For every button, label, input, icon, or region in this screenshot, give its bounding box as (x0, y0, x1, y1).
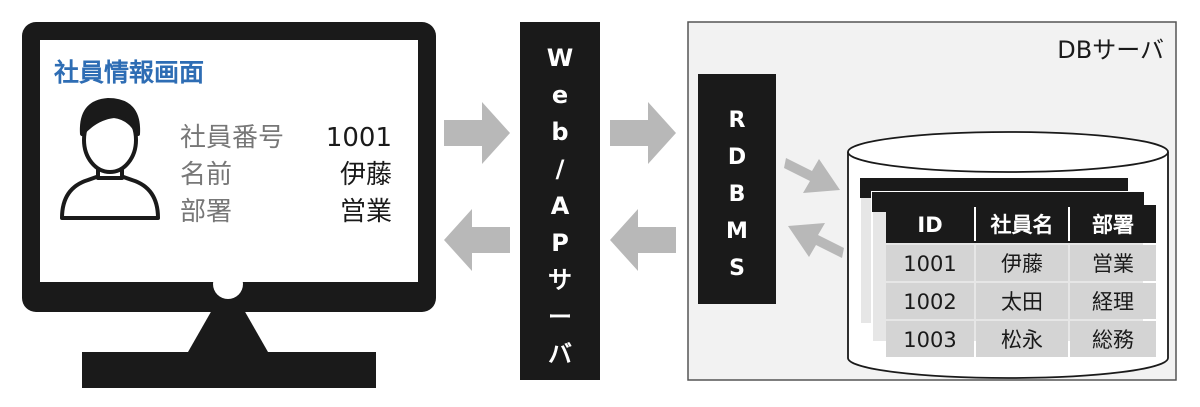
table-header-row (886, 205, 1156, 243)
web-ap-char-4: / (556, 155, 565, 183)
rdbms: R D B M S (698, 74, 776, 304)
table-cell: 太田 (1001, 290, 1043, 314)
web-ap-server: W e b / A P サ ー バ (520, 22, 600, 380)
rdbms-char-3: B (729, 182, 746, 207)
table-cell: 営業 (1092, 252, 1134, 276)
screen-title: 社員情報画面 (54, 58, 204, 87)
monitor-power-button (213, 269, 243, 299)
table-row (976, 321, 1068, 357)
monitor-base (82, 352, 376, 388)
table-cell: 総務 (1092, 328, 1134, 352)
field-label-name: 名前 (180, 160, 232, 190)
user-avatar-icon (60, 98, 160, 220)
rdbms-box (698, 74, 776, 304)
web-ap-server-box (520, 22, 600, 380)
arrow-left-web-to-client (444, 209, 510, 271)
arrow-right-web-to-rdbms (610, 102, 676, 164)
arrow-right-client-to-web (444, 102, 510, 164)
web-ap-char-5: A (551, 192, 570, 220)
arrow-database-to-rdbms (788, 223, 844, 258)
rdbms-char-2: D (728, 145, 746, 170)
web-ap-char-7: サ (548, 266, 572, 294)
web-ap-char-8: ー (548, 303, 572, 331)
table-header-id: ID (917, 213, 942, 237)
table-header-department: 部署 (1092, 213, 1134, 237)
cylinder-top (847, 131, 1169, 173)
web-ap-char-3: b (551, 118, 568, 146)
field-label-employee-number: 社員番号 (180, 123, 284, 153)
table-body (886, 245, 1156, 357)
employee-table: ID 社員名 部署 1001 伊藤 営業 1002 太田 経理 1003 松永 … (886, 205, 1156, 357)
db-server: DBサーバ R D B M S (687, 21, 1177, 381)
table-cell: 松永 (1001, 328, 1043, 352)
client-monitor: 社員情報画面 社員番号 1001 名前 伊藤 部署 営業 (22, 22, 436, 388)
field-label-department: 部署 (180, 197, 232, 227)
db-server-label: DBサーバ (1057, 36, 1164, 64)
table-cell: 伊藤 (1001, 252, 1043, 276)
rdbms-char-1: R (729, 108, 746, 133)
web-ap-char-6: P (551, 229, 569, 257)
table-row (886, 321, 974, 357)
table-cell: 1002 (903, 290, 956, 314)
table-cell: 経理 (1092, 290, 1134, 314)
table-header-employee-name: 社員名 (990, 213, 1054, 237)
table-row (1070, 245, 1156, 281)
table-row (976, 245, 1068, 281)
table-row (886, 283, 974, 319)
table-row (886, 245, 974, 281)
table-row (976, 283, 1068, 319)
field-value-employee-number: 1001 (326, 123, 392, 153)
arrow-left-rdbms-to-web (610, 209, 676, 271)
rdbms-char-4: M (726, 219, 748, 244)
web-ap-char-9: バ (548, 340, 572, 368)
field-value-name: 伊藤 (340, 160, 392, 190)
table-cell: 1003 (903, 328, 956, 352)
monitor-stand (188, 310, 268, 352)
table-row (1070, 283, 1156, 319)
field-value-department: 営業 (340, 197, 392, 227)
web-ap-char-1: W (547, 44, 573, 72)
web-ap-char-2: e (552, 81, 568, 109)
screen-fields: 社員番号 1001 名前 伊藤 部署 営業 (180, 123, 392, 227)
table-cell: 1001 (903, 252, 956, 276)
arrow-rdbms-to-database (784, 158, 840, 193)
table-row (1070, 321, 1156, 357)
rdbms-char-5: S (729, 256, 745, 281)
avatar-hair (79, 98, 141, 136)
